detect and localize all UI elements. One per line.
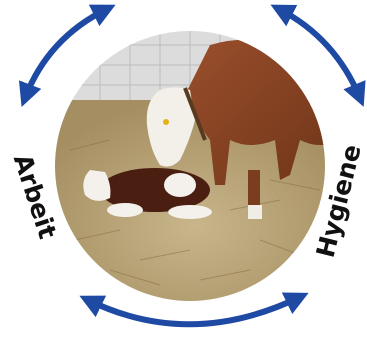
double-arrow-icon-bottom — [88, 297, 300, 324]
label-left: Arbeit — [8, 150, 62, 242]
cow-calf-photo — [50, 25, 340, 310]
